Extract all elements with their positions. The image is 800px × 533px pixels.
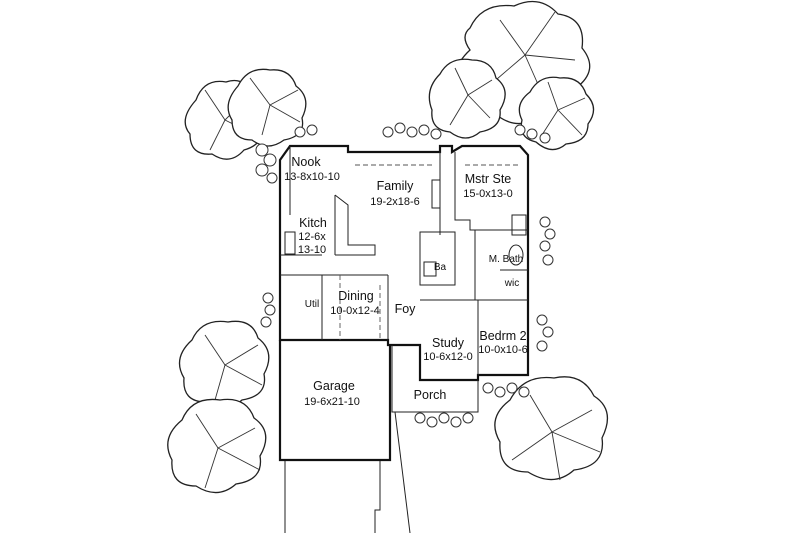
room-dining-size: 10-0x12-4 [330, 305, 380, 317]
room-kitch-name: Kitch [299, 216, 327, 230]
room-dining-name: Dining [338, 289, 373, 303]
room-garage-size: 19-6x21-10 [304, 396, 360, 408]
room-family-size: 19-2x18-6 [370, 196, 420, 208]
room-mstr-ste-name: Mstr Ste [465, 172, 512, 186]
room-labels: Nook 13-8x10-10 Family 19-2x18-6 Mstr St… [284, 155, 528, 408]
room-garage-name: Garage [313, 379, 355, 393]
tree-bottom-right [494, 376, 609, 481]
porch-outline [391, 345, 479, 413]
room-kitch-size-2: 13-10 [298, 244, 326, 256]
dashed-lines [339, 164, 520, 340]
room-util-name: Util [305, 299, 319, 310]
tree-top-right-3 [518, 76, 595, 151]
room-porch-name: Porch [414, 388, 447, 402]
tree-bottom-left [178, 320, 270, 409]
landscaping [167, 0, 609, 494]
room-bedrm2-size: 10-0x10-6 [478, 344, 528, 356]
shrubs [255, 122, 556, 428]
room-nook-size: 13-8x10-10 [284, 171, 340, 183]
room-m-bath-name: M. Bath [489, 254, 523, 265]
room-family-name: Family [377, 179, 415, 193]
exterior-walls [278, 144, 530, 462]
interior-walls [280, 146, 528, 375]
room-wic-name: wic [504, 278, 519, 289]
room-study-name: Study [432, 336, 465, 350]
room-ba-name: Ba [434, 262, 447, 273]
room-bedrm2-name: Bedrm 2 [479, 329, 526, 343]
tree-top-right-2 [428, 58, 506, 139]
driveway [284, 411, 411, 533]
room-study-size: 10-6x12-0 [423, 351, 473, 363]
room-nook-name: Nook [291, 155, 321, 169]
room-kitch-size-1: 12-6x [298, 231, 326, 243]
room-foy-name: Foy [395, 302, 417, 316]
tree-bottom-left-2 [167, 398, 267, 494]
room-mstr-ste-size: 15-0x13-0 [463, 188, 513, 200]
tree-top-left-2 [227, 68, 307, 147]
